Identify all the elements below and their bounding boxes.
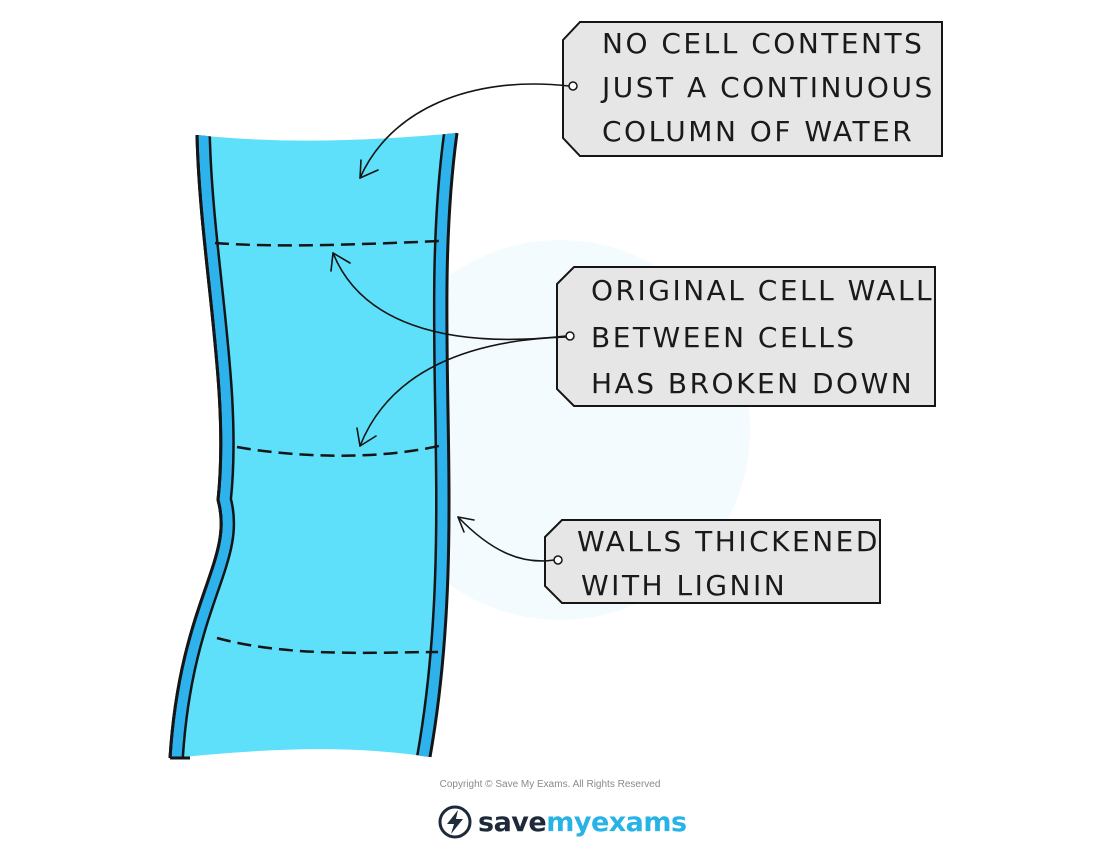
brand-wordmark: savemyexams	[478, 806, 687, 838]
broken-end-wall-1	[214, 239, 441, 247]
arrow-to-end-wall-1	[332, 252, 567, 341]
arrowhead-thickened-wall	[457, 516, 475, 533]
label-lignin-line-2: WITH LIGNIN	[581, 569, 787, 602]
right-wall-outline	[428, 132, 459, 758]
label-tag-wall: ORIGINAL CELL WALL BETWEEN CELLS HAS BRO…	[556, 266, 936, 407]
label-wall-line-2: BETWEEN CELLS	[591, 321, 857, 354]
label-contents-line-2: JUST A CONTINUOUS	[600, 71, 935, 104]
water-column	[170, 133, 457, 758]
label-lignin-line-1: WALLS THICKENED	[577, 525, 880, 558]
arrowhead-water-column	[359, 159, 379, 179]
arrow-to-water-column	[359, 83, 570, 179]
label-contents-line-3: COLUMN OF WATER	[602, 115, 914, 148]
arrowhead-end-wall-2	[356, 427, 377, 447]
arrow-to-end-wall-2	[359, 336, 567, 447]
lightning-bolt-icon	[438, 805, 472, 839]
copyright-notice: Copyright © Save My Exams. All Rights Re…	[439, 779, 661, 790]
broken-end-wall-3	[216, 636, 439, 655]
label-tag-lignin: WALLS THICKENED WITH LIGNIN	[544, 519, 881, 604]
label-contents-line-1: NO CELL CONTENTS	[602, 27, 924, 60]
broken-end-wall-2	[236, 443, 444, 457]
label-tag-contents: NO CELL CONTENTS JUST A CONTINUOUS COLUM…	[562, 21, 943, 157]
leader-arrows	[330, 83, 570, 562]
arrow-to-thickened-wall	[457, 516, 555, 562]
brand-logo: savemyexams	[438, 802, 687, 842]
label-wall-line-1: ORIGINAL CELL WALL	[591, 274, 934, 307]
left-wall-outline	[168, 134, 223, 759]
arrowhead-end-wall-1	[330, 252, 351, 272]
label-wall-line-3: HAS BROKEN DOWN	[591, 367, 914, 400]
